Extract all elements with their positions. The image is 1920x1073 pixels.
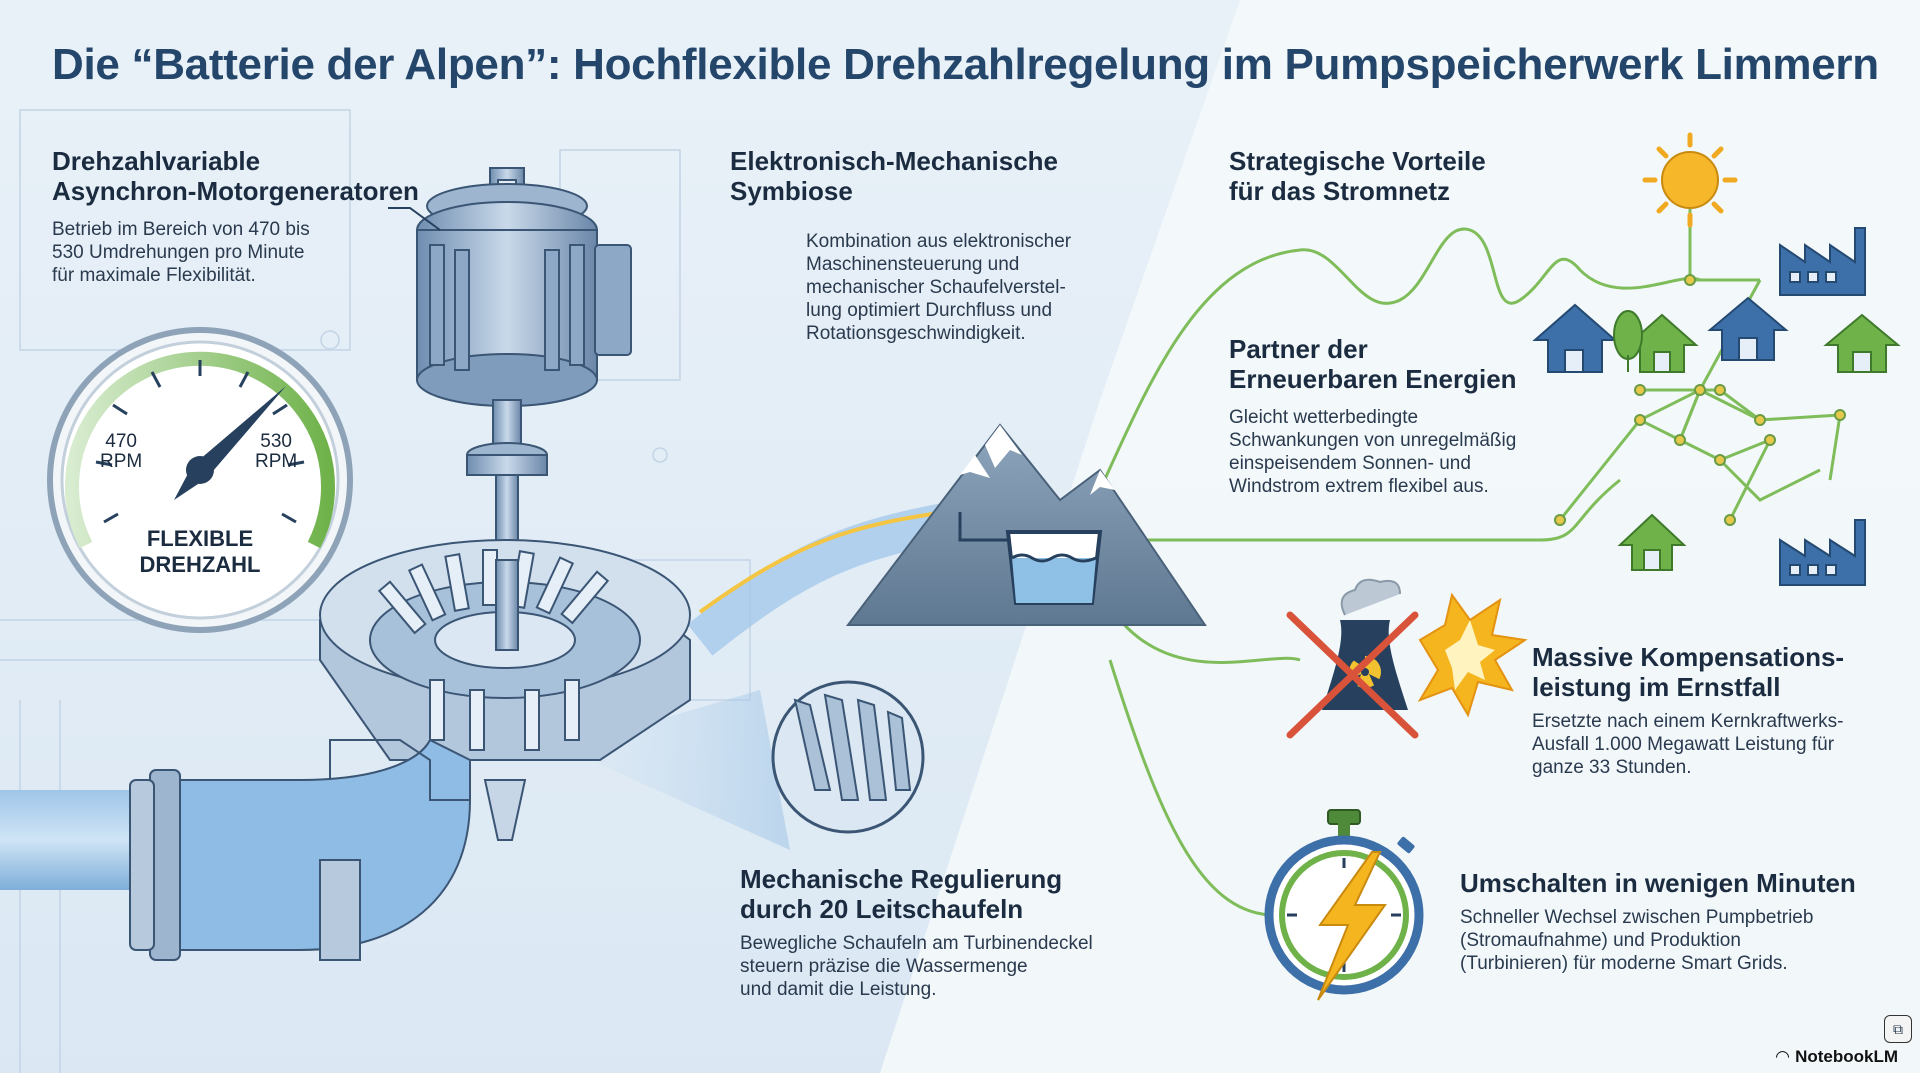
- section-text: Schwankungen von unregelmäßig: [1229, 430, 1517, 451]
- gauge-label-line2: DREHZAHL: [139, 552, 261, 577]
- section-heading: leistung im Ernstfall: [1532, 672, 1781, 702]
- section-heading: Drehzahlvariable: [52, 146, 261, 176]
- section-text: steuern präzise die Wassermenge: [740, 956, 1028, 977]
- house-icon: [1707, 296, 1789, 361]
- section-text: mechanischer Schaufelverstel-: [806, 277, 1066, 298]
- factory-icon: [1779, 519, 1866, 586]
- section-heading: durch 20 Leitschaufeln: [740, 894, 1024, 924]
- gauge-min-label: 470 RPM: [100, 432, 142, 472]
- section-symbiosis: Elektronisch-Mechanische Symbiose Kombin…: [730, 146, 1071, 345]
- brand-footer: ◠ NotebookLM: [1776, 1047, 1898, 1067]
- section-text: Rotationsgeschwindigkeit.: [806, 323, 1026, 344]
- section-text: einspeisendem Sonnen- und: [1229, 453, 1471, 474]
- section-text: Windstrom extrem flexibel aus.: [1229, 476, 1489, 497]
- section-strategic-advantages: Strategische Vorteile für das Stromnetz: [1229, 146, 1486, 206]
- section-text: Betrieb im Bereich von 470 bis: [52, 219, 310, 240]
- section-motor-generators: Drehzahlvariable Asynchron-Motorgenerato…: [52, 146, 419, 287]
- speed-gauge: [47, 327, 353, 633]
- caption-button[interactable]: ⧉: [1884, 1015, 1912, 1043]
- section-text: lung optimiert Durchfluss und: [806, 300, 1053, 321]
- house-icon: [1532, 303, 1618, 373]
- explosion-burst-icon: [1417, 592, 1528, 718]
- factory-icon: [1779, 227, 1866, 296]
- section-text: für maximale Flexibilität.: [52, 265, 256, 286]
- section-heading: Erneuerbaren Energien: [1229, 364, 1517, 394]
- gauge-max-unit: RPM: [255, 451, 298, 472]
- turbine-housing: [319, 539, 691, 841]
- section-text: Schneller Wechsel zwischen Pumpbetrieb: [1460, 907, 1814, 928]
- section-heading: Massive Kompensations-: [1532, 642, 1845, 672]
- caption-icon: ⧉: [1893, 1020, 1903, 1037]
- callout-line: [388, 207, 441, 231]
- section-heading: Partner der: [1229, 334, 1368, 364]
- section-heading: Strategische Vorteile: [1229, 146, 1486, 176]
- gauge-max-value: 530: [260, 431, 292, 452]
- sun-icon: [1642, 132, 1738, 228]
- house-icon: [1613, 310, 1699, 373]
- house-icon: [1823, 313, 1901, 373]
- house-icon: [1617, 513, 1687, 571]
- gauge-max-label: 530 RPM: [255, 432, 297, 472]
- section-switching: Umschalten in wenigen Minuten Schneller …: [1460, 868, 1856, 975]
- section-text: Maschinensteuerung und: [806, 254, 1020, 275]
- gauge-min-value: 470: [105, 431, 137, 452]
- guide-vanes-zoom: [771, 680, 925, 834]
- section-heading: Umschalten in wenigen Minuten: [1460, 868, 1856, 898]
- section-text: Gleicht wetterbedingte: [1229, 407, 1419, 428]
- section-text: Bewegliche Schaufeln am Turbinendeckel: [740, 933, 1093, 954]
- power-line-yellow: [698, 508, 961, 614]
- section-text: Kombination aus elektronischer: [806, 231, 1072, 252]
- section-heading: Asynchron-Motorgeneratoren: [52, 176, 419, 206]
- right-panel-bg: [880, 0, 1920, 1073]
- section-text: 530 Umdrehungen pro Minute: [52, 242, 305, 263]
- section-text: Ersetzte nach einem Kernkraftwerks-: [1532, 711, 1844, 732]
- page-title: Die “Batterie der Alpen”: Hochflexible D…: [52, 40, 1879, 89]
- section-text: ganze 33 Stunden.: [1532, 757, 1692, 778]
- section-guide-vanes: Mechanische Regulierung durch 20 Leitsch…: [740, 864, 1093, 1001]
- gauge-min-unit: RPM: [100, 451, 143, 472]
- section-text: und damit die Leistung.: [740, 979, 937, 1000]
- section-renewables-partner: Partner der Erneuerbaren Energien Gleich…: [1229, 334, 1517, 498]
- section-heading: für das Stromnetz: [1229, 176, 1451, 206]
- section-heading: Symbiose: [730, 176, 853, 206]
- mountain-reservoir: [845, 423, 1207, 626]
- section-heading: Mechanische Regulierung: [740, 864, 1063, 894]
- gauge-label-line1: FLEXIBLE: [146, 526, 254, 551]
- section-text: Ausfall 1.000 Megawatt Leistung für: [1532, 734, 1835, 755]
- brand-name: NotebookLM: [1795, 1047, 1898, 1066]
- section-heading: Elektronisch-Mechanische: [730, 146, 1058, 176]
- nuclear-plant-crossed-icon: [1286, 578, 1419, 739]
- gauge-label: FLEXIBLE DREHZAHL: [130, 526, 270, 578]
- water-stream: [687, 500, 964, 656]
- section-compensation: Massive Kompensations- leistung im Ernst…: [1532, 642, 1844, 779]
- grid-nodes: [1554, 274, 1846, 526]
- section-text: (Turbinieren) für moderne Smart Grids.: [1460, 953, 1788, 974]
- penstock-pipe: [0, 738, 471, 961]
- section-text: (Stromaufnahme) und Produktion: [1460, 930, 1741, 951]
- stopwatch-icon: [1264, 809, 1424, 1001]
- notebooklm-logo-icon: ◠: [1775, 1047, 1790, 1066]
